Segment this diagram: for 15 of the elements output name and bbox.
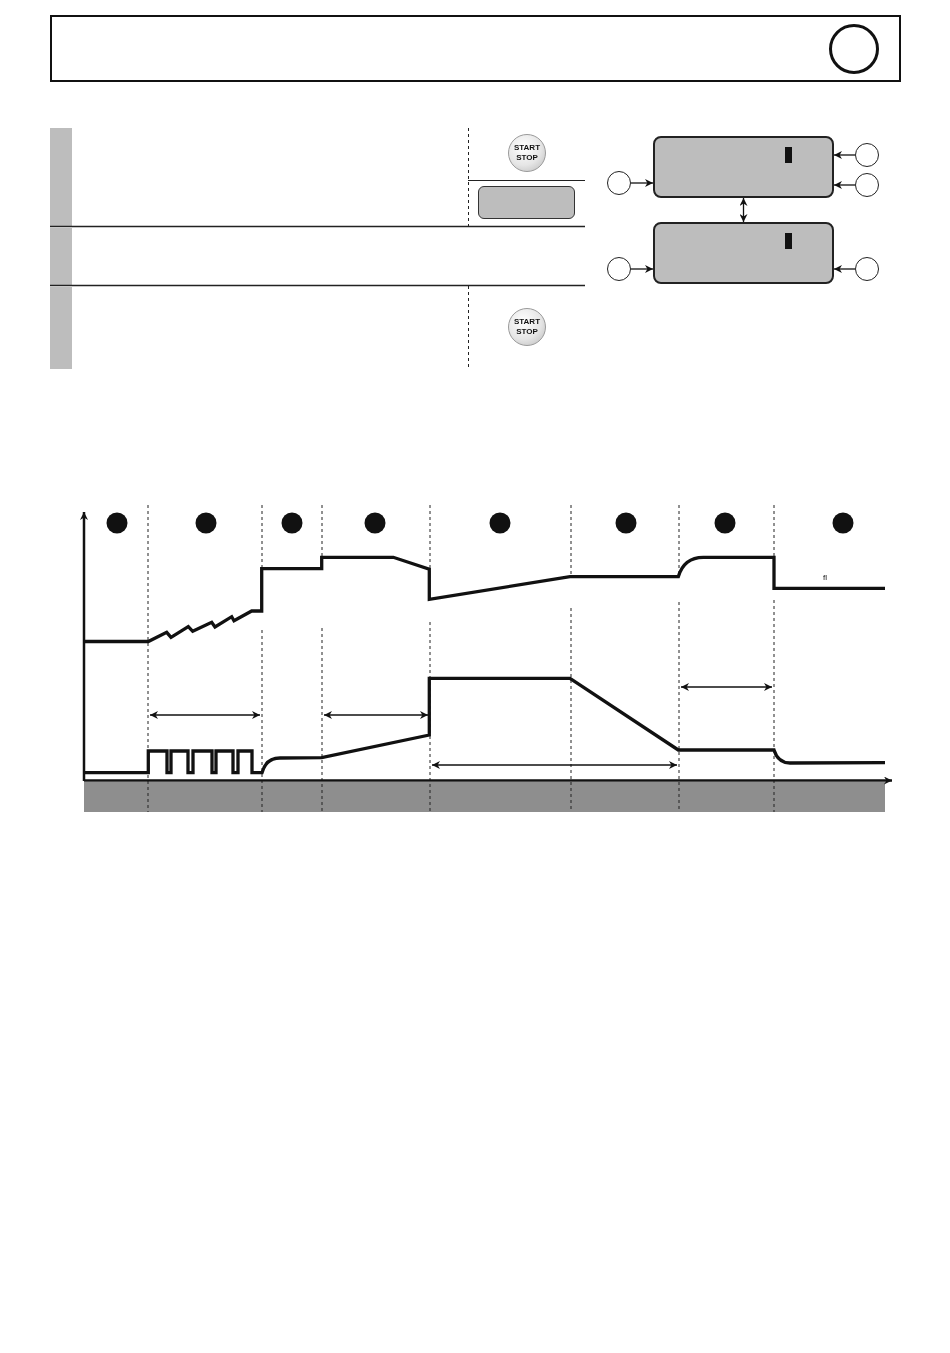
lcd-display [653, 222, 834, 284]
leader-arrow [833, 151, 856, 159]
leader-arrow [630, 265, 654, 273]
start-stop-button: START STOP [508, 134, 546, 172]
leader-arrow [630, 179, 654, 187]
double-arrow [739, 197, 748, 223]
lcd-display [653, 136, 834, 198]
callout-circle [607, 257, 631, 281]
callout-circle [855, 173, 879, 197]
callout-circle [855, 143, 879, 167]
leader-arrow [833, 265, 856, 273]
callout-circle [855, 257, 879, 281]
start-stop-button: START STOP [508, 308, 546, 346]
callout-circle [607, 171, 631, 195]
leader-arrow [833, 181, 856, 189]
